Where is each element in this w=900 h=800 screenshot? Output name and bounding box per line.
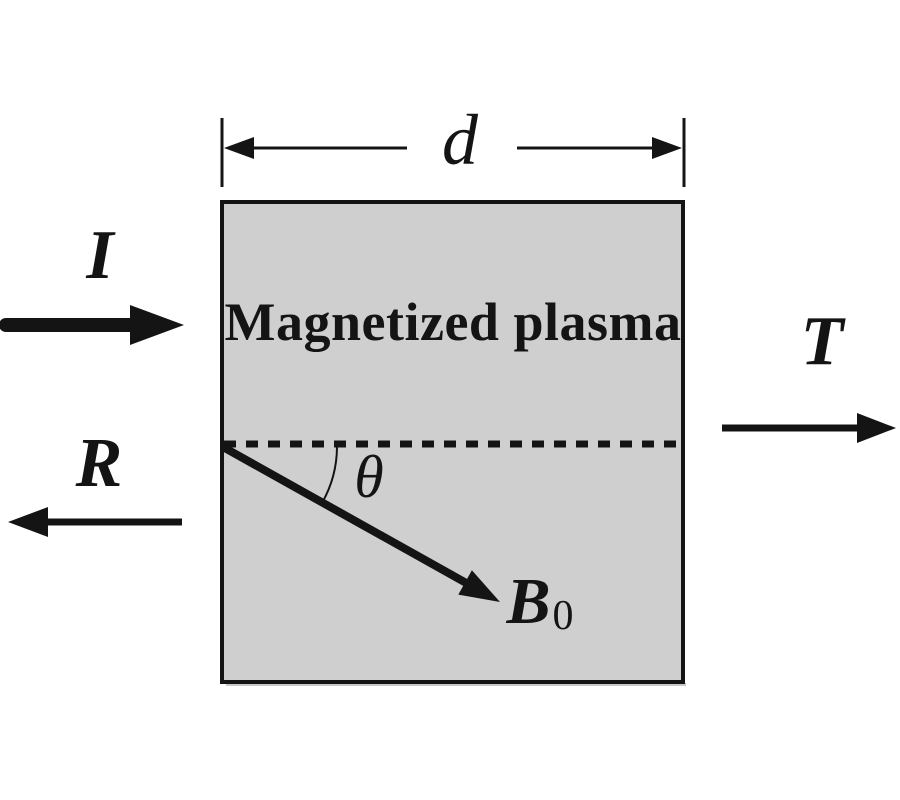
incident-label: I bbox=[86, 217, 114, 294]
b-field-vector-icon bbox=[221, 443, 500, 602]
b-field-symbol: B bbox=[506, 565, 551, 638]
incident-arrow-icon bbox=[0, 305, 184, 345]
transmitted-label: T bbox=[800, 303, 844, 380]
reflected-arrowhead bbox=[8, 507, 48, 537]
dimension-arrowhead-right-icon bbox=[652, 137, 682, 159]
slab-label: Magnetized plasma bbox=[224, 292, 682, 352]
b-field-arrowhead bbox=[458, 570, 500, 602]
slab-bottom-shadow bbox=[226, 683, 686, 686]
incident-arrowhead bbox=[130, 305, 184, 345]
reflected-arrow-icon bbox=[8, 507, 182, 537]
thickness-label: d bbox=[442, 100, 478, 180]
b-field-vector-shaft bbox=[221, 443, 470, 588]
angle-label: θ bbox=[354, 444, 384, 510]
angle-arc bbox=[321, 446, 338, 503]
reflected-label: R bbox=[75, 425, 123, 502]
dimension-arrowhead-left-icon bbox=[224, 137, 254, 159]
b-field-subscript: 0 bbox=[552, 593, 574, 639]
width-dimension-line bbox=[220, 118, 686, 187]
b-field-label: B 0 bbox=[506, 565, 574, 639]
transmitted-arrowhead bbox=[857, 413, 896, 443]
transmitted-arrow-icon bbox=[722, 413, 896, 443]
